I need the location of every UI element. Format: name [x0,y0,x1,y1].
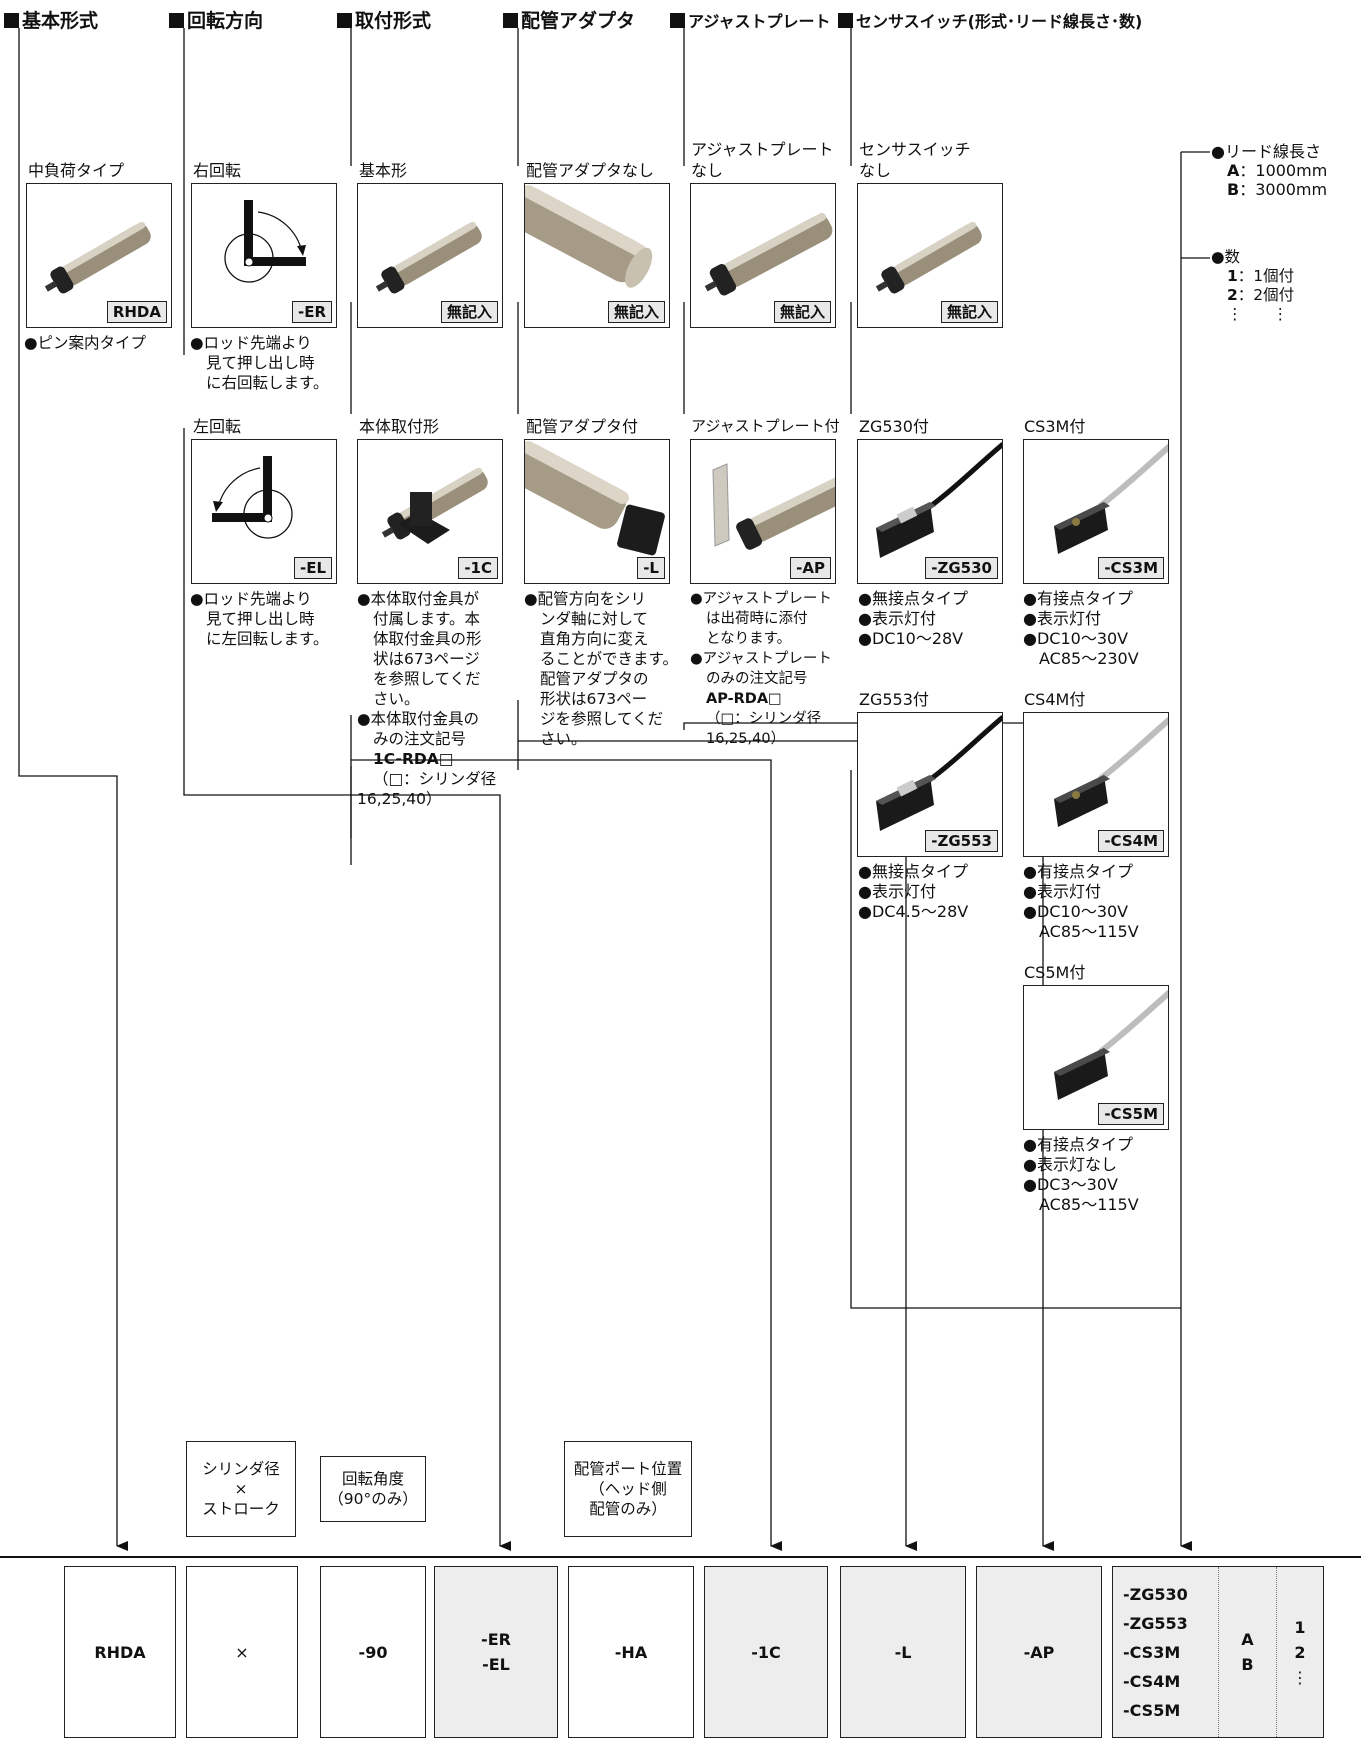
sensor-cs4m-note: ●有接点タイプ ●表示灯付 ●DC10～30V AC85～115V [1023,862,1139,941]
sensor-cs4m-image: -CS4M [1023,712,1169,857]
right-rotation-diagram [224,200,306,283]
sensor-zg553-note: ●無接点タイプ ●表示灯付 ●DC4.5～28V [858,862,969,921]
cylinder-illustration [375,221,482,294]
sensor-cs3m-code: -CS3M [1098,557,1164,579]
basic-image: RHDA [26,183,172,328]
sensor-cs4m-title: CS4M付 [1024,690,1086,709]
adapter-with-title: 配管アダプタ付 [526,417,639,436]
adjust-with-title: アジャストプレート付 [691,417,840,435]
sensor-none-image: 無記入 [857,183,1003,328]
order-cell-rotation: -ER-EL [434,1566,558,1738]
header-basic: 基本形式 [4,6,98,33]
basic-note: ●ピン案内タイプ [24,334,147,352]
sensor-cs4m-code: -CS4M [1098,830,1164,852]
qty-legend: ●数 1：1個付 2：2個付 ⋮⋮ [1211,248,1295,323]
sensor-zg530-title: ZG530付 [859,417,929,436]
header-rotation: 回転方向 [169,6,263,33]
mounting-body-code: -1C [458,557,498,579]
adapter-none-image: 無記入 [524,183,670,328]
lead-legend: ●リード線長さ A：1000mm B：3000mm [1211,142,1328,199]
adapter-none-code: 無記入 [607,301,665,323]
cylinder-illustration [44,221,151,294]
rotation-right-code: -ER [291,301,332,323]
rotation-left-title: 左回転 [193,417,242,436]
sensor-switch-illustration [1054,443,1168,554]
sensor-switch-illustration [876,715,1002,831]
sensor-cs3m-note: ●有接点タイプ ●表示灯付 ●DC10～30V AC85～230V [1023,589,1139,668]
adjust-with-image: -AP [690,439,836,584]
sensor-cs3m-image: -CS3M [1023,439,1169,584]
sensor-zg530-note: ●無接点タイプ ●表示灯付 ●DC10～28V [858,589,968,648]
rotation-right-image: -ER [191,183,337,328]
rotation-right-note: ●ロッド先端より 見て押し出し時 に右回転します。 [190,334,329,392]
bracket-cylinder-illustration [381,467,488,544]
sensor-cs5m-code: -CS5M [1098,1103,1164,1125]
cylinder-illustration [704,212,833,296]
rotation-left-image: -EL [191,439,337,584]
adapter-with-code: -L [637,557,665,579]
sensor-none-code: 無記入 [940,301,998,323]
adjust-with-code: -AP [790,557,831,579]
rotation-left-note: ●ロッド先端より 見て押し出し時 に左回転します。 [190,590,329,648]
mounting-note: ●本体取付金具が 付属します。本 体取付金具の形 状は673ページ を参照してく… [357,590,497,808]
adapter-none-title: 配管アダプタなし [526,161,655,180]
order-cell-port: -HA [568,1566,694,1738]
sensor-zg530-code: -ZG530 [925,557,998,579]
sensor-cs5m-note: ●有接点タイプ ●表示灯なし ●DC3～30V AC85～115V [1023,1135,1139,1214]
order-cell-adjust: -AP [976,1566,1102,1738]
sensor-cs5m-image: -CS5M [1023,985,1169,1130]
sensor-cs3m-title: CS3M付 [1024,417,1086,436]
label-bore-stroke: シリンダ径×ストローク [186,1441,296,1537]
order-cell-bore-stroke: × [186,1566,298,1738]
sensor-switch-illustration [1054,716,1168,827]
sensor-zg553-title: ZG553付 [859,690,929,709]
sensor-none-title: センサスイッチなし [859,140,971,180]
adjust-none-image: 無記入 [690,183,836,328]
order-cell-adapter: -L [840,1566,966,1738]
order-cell-angle: -90 [320,1566,426,1738]
mounting-basic-title: 基本形 [359,161,408,180]
rotation-left-code: -EL [293,557,332,579]
order-cell-mounting: -1C [704,1566,828,1738]
header-adjust: アジャストプレート [670,8,831,32]
sensor-switch-illustration [1054,989,1168,1100]
mounting-body-title: 本体取付形 [359,417,440,436]
mounting-basic-image: 無記入 [357,183,503,328]
label-port-position: 配管ポート位置（ヘッド側配管のみ） [564,1441,692,1537]
left-rotation-diagram [212,456,293,539]
sensor-zg553-code: -ZG553 [925,830,998,852]
basic-code: RHDA [106,301,167,323]
adapter-cylinder-illustration [525,440,665,556]
adjust-plate-cylinder-illustration [712,463,835,550]
sensor-switch-illustration [876,442,1002,558]
adapter-note: ●配管方向をシリ ンダ軸に対して 直角方向に変え ることができます。 配管アダプ… [524,590,678,748]
adjust-note: ●アジャストプレート は出荷時に添付 となります。 ●アジャストプレート のみの… [690,591,832,747]
basic-title: 中負荷タイプ [28,161,125,180]
mounting-body-image: -1C [357,439,503,584]
header-mounting: 取付形式 [337,6,431,33]
sensor-zg530-image: -ZG530 [857,439,1003,584]
sensor-zg553-image: -ZG553 [857,712,1003,857]
header-adapter: 配管アダプタ [503,6,635,33]
label-rotation-angle: 回転角度（90°のみ） [320,1456,426,1522]
cylinder-illustration [875,221,982,294]
rotation-right-title: 右回転 [193,161,242,180]
header-sensor: センサスイッチ(形式･リード線長さ･数) [838,8,1142,32]
mounting-basic-code: 無記入 [440,301,498,323]
order-cell-model: RHDA [64,1566,176,1738]
adjust-none-code: 無記入 [773,301,831,323]
adapter-with-image: -L [524,439,670,584]
sensor-cs5m-title: CS5M付 [1024,963,1086,982]
cylinder-closeup [525,184,653,288]
adjust-none-title: アジャストプレートなし [691,140,834,180]
